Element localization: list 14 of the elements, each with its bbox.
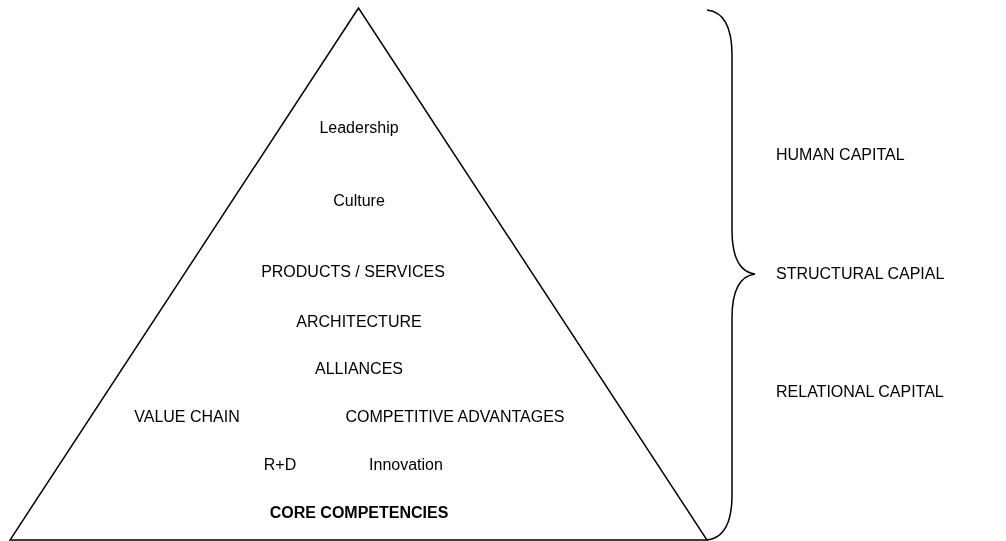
capital-label: HUMAN CAPITAL xyxy=(776,145,905,165)
capital-label: STRUCTURAL CAPIAL xyxy=(776,264,945,284)
level-label: Innovation xyxy=(369,455,443,475)
level-label: COMPETITIVE ADVANTAGES xyxy=(345,407,565,427)
pyramid-shape xyxy=(9,7,708,541)
level-label: Culture xyxy=(333,191,385,211)
level-label: Leadership xyxy=(319,118,399,138)
level-label: ARCHITECTURE xyxy=(296,312,422,332)
level-label: PRODUCTS / SERVICES xyxy=(261,262,445,282)
level-label: VALUE CHAIN xyxy=(134,407,240,427)
base-label: CORE COMPETENCIES xyxy=(269,503,449,523)
level-label: ALLIANCES xyxy=(315,359,403,379)
capital-label: RELATIONAL CAPITAL xyxy=(776,382,944,402)
level-label: R+D xyxy=(263,455,297,475)
